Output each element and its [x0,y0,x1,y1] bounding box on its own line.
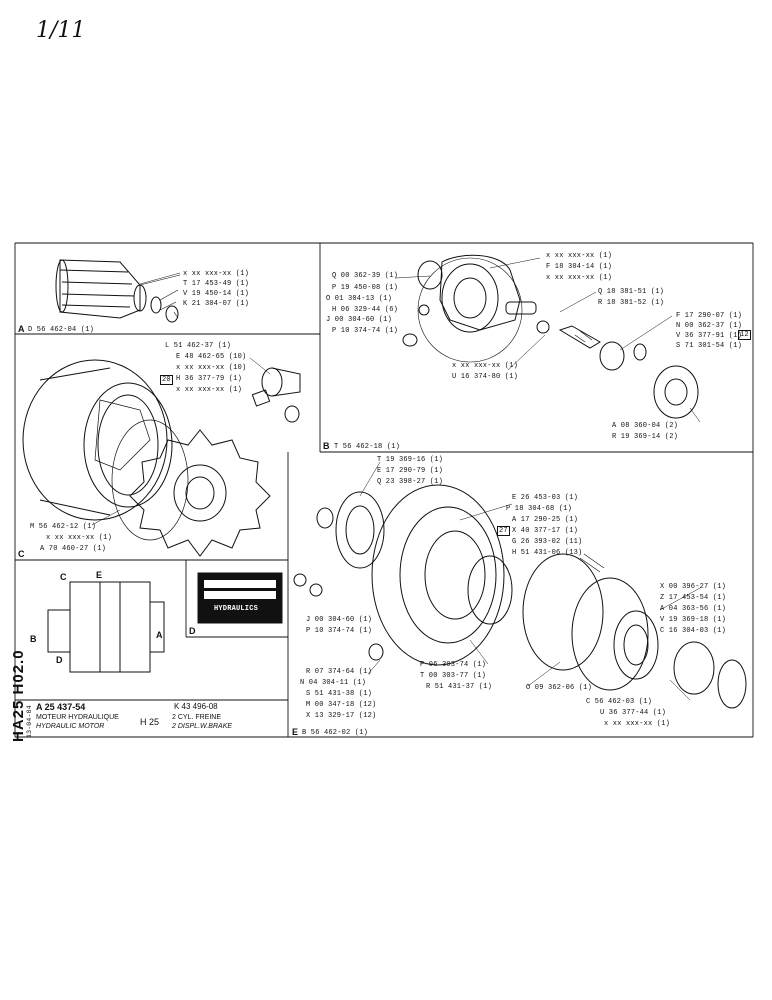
part-label-e-mid-2: A 17 290-25 (1) [512,516,579,524]
part-label-b-left-0: Q 00 362-39 (1) [332,272,399,280]
part-label-c-top-1: E 48 462-65 (10) [176,353,247,361]
part-label-e-mid-1: P 18 304-68 (1) [506,505,573,513]
part-label-e-right-1: Z 17 453-54 (1) [660,594,727,602]
overview-label-c: C [60,572,67,582]
part-label-c-top-2: x xx xxx-xx (10) [176,364,247,372]
section-letter-c: C [18,549,25,559]
splined-shaft [55,259,181,323]
part-label-c-top-3: H 36 377-79 (1) [176,375,243,383]
section-letter-b: B [323,441,330,451]
part-label-b-right-5: S 71 301-54 (1) [676,342,743,350]
ref-box-27: 27 [497,526,510,536]
section-ref-a: D 56 462-04 (1) [28,326,95,334]
part-label-e-mid-3: X 40 377-17 (1) [512,527,579,535]
model: H 25 [140,717,160,727]
part-label-b-bl-1: U 16 374-80 (1) [452,373,519,381]
revision: K 43 496-08 [174,702,218,711]
section-letter-a: A [18,324,25,334]
overview-schematic [47,581,165,673]
ref-box-20: 20 [160,375,173,385]
section-ref-b: T 56 462-18 (1) [334,443,401,451]
part-label-c-top-4: x xx xxx-xx (1) [176,386,243,394]
motor-housing [22,359,189,541]
part-label-b-bl-0: x xx xxx-xx (1) [452,362,519,370]
part-label-a-0: x xx xxx-xx (1) [183,270,250,278]
nameplate-text: HYDRAULICS [214,605,259,613]
part-label-b-br-0: A 08 360-04 (2) [612,422,679,430]
part-label-e-mid-5: H 51 431-06 (13) [512,549,583,557]
part-label-c-bottom-1: x xx xxx-xx (1) [46,534,113,542]
part-label-c-bottom-2: A 70 460-27 (1) [40,545,107,553]
brake-assembly [293,484,747,709]
page-mark: 1/11 [36,18,86,43]
overview-label-d: D [56,655,63,665]
desc-french: 2 CYL. FREINE [172,714,222,721]
part-label-e-bm-0: P 06 303-74 (1) [420,661,487,669]
part-label-e-right-0: X 00 396-27 (1) [660,583,727,591]
part-label-b-left-1: P 19 450-08 (1) [332,284,399,292]
nameplate-drawing [197,572,283,624]
title-french: MOTEUR HYDRAULIQUE [36,714,119,721]
part-label-b-right-0: Q 18 381-51 (1) [598,288,665,296]
part-label-e-bm-2: R 51 431-37 (1) [426,683,493,691]
part-label-e-br-0: C 56 462-03 (1) [586,698,653,706]
overview-label-b: B [30,634,37,644]
part-label-e-bl-3: M 00 347-18 (12) [306,701,377,709]
part-label-e-right-2: A 04 363-56 (1) [660,605,727,613]
part-label-a-3: K 21 304-07 (1) [183,300,250,308]
part-label-e-left-1: P 10 374-74 (1) [306,627,373,635]
overview-label-a: A [156,630,163,640]
part-label-e-bl-0: R 07 374-64 (1) [306,668,373,676]
part-label-c-bottom-0: M 56 462-12 (1) [30,523,97,531]
part-label-e-mid-0: E 26 453-03 (1) [512,494,579,502]
part-label-b-right-3: N 00 362-37 (1) [676,322,743,330]
part-label-a-2: V 19 450-14 (1) [183,290,250,298]
part-label-b-top-0: x xx xxx-xx (1) [546,252,613,260]
part-label-b-top-2: x xx xxx-xx (1) [546,274,613,282]
part-label-e-top-2: Q 23 398-27 (1) [377,478,444,486]
part-label-b-left-4: J 00 304-60 (1) [326,316,393,324]
valve-block [402,254,699,419]
part-label-b-left-5: P 10 374-74 (1) [332,327,399,335]
part-label-b-top-1: F 18 304-14 (1) [546,263,613,271]
part-label-c-top-0: L 51 462-37 (1) [165,342,232,350]
part-label-e-left-0: J 00 304-60 (1) [306,616,373,624]
part-label-e-mid-4: G 26 393-02 (11) [512,538,583,546]
part-number: A 25 437-54 [36,702,86,712]
desc-english: 2 DISPL.W.BRAKE [172,723,233,730]
part-label-e-br-2: x xx xxx-xx (1) [604,720,671,728]
date: 13-04-84 [26,705,33,738]
part-label-e-top-0: T 19 369-16 (1) [377,456,444,464]
part-label-b-br-1: R 19 369-14 (2) [612,433,679,441]
part-label-e-br-1: U 36 377-44 (1) [600,709,667,717]
leader-lines [91,257,701,701]
part-label-e-top-1: E 17 290-79 (1) [377,467,444,475]
part-label-e-bl-1: N 04 304-11 (1) [300,679,367,687]
panel-frames [14,242,754,738]
part-label-e-bm-1: T 00 303-77 (1) [420,672,487,680]
section-letter-d: D [189,626,196,636]
part-label-e-bl-2: S 51 431-38 (1) [306,690,373,698]
part-label-b-right-1: R 18 381-52 (1) [598,299,665,307]
part-label-e-right-4: C 16 304-03 (1) [660,627,727,635]
part-label-e-right-3: V 19 369-18 (1) [660,616,727,624]
overview-label-e: E [96,570,103,580]
part-label-b-left-2: O 01 304-13 (1) [326,295,393,303]
part-label-b-left-3: H 06 329-44 (6) [332,306,399,314]
section-letter-e: E [292,727,299,737]
star-rotor [129,367,301,557]
side-code: HA25 H02.0 [10,649,27,742]
ref-box-12: 12 [738,330,751,340]
section-ref-e: B 56 462-02 (1) [302,729,369,737]
part-label-a-1: T 17 453-49 (1) [183,280,250,288]
title-english: HYDRAULIC MOTOR [36,723,105,730]
part-label-e-bl-4: X 13 329-17 (12) [306,712,377,720]
part-label-e-o: O 09 362-06 (1) [526,684,593,692]
part-label-b-right-2: F 17 290-07 (1) [676,312,743,320]
part-label-b-right-4: V 36 377-91 (1) [676,332,743,340]
